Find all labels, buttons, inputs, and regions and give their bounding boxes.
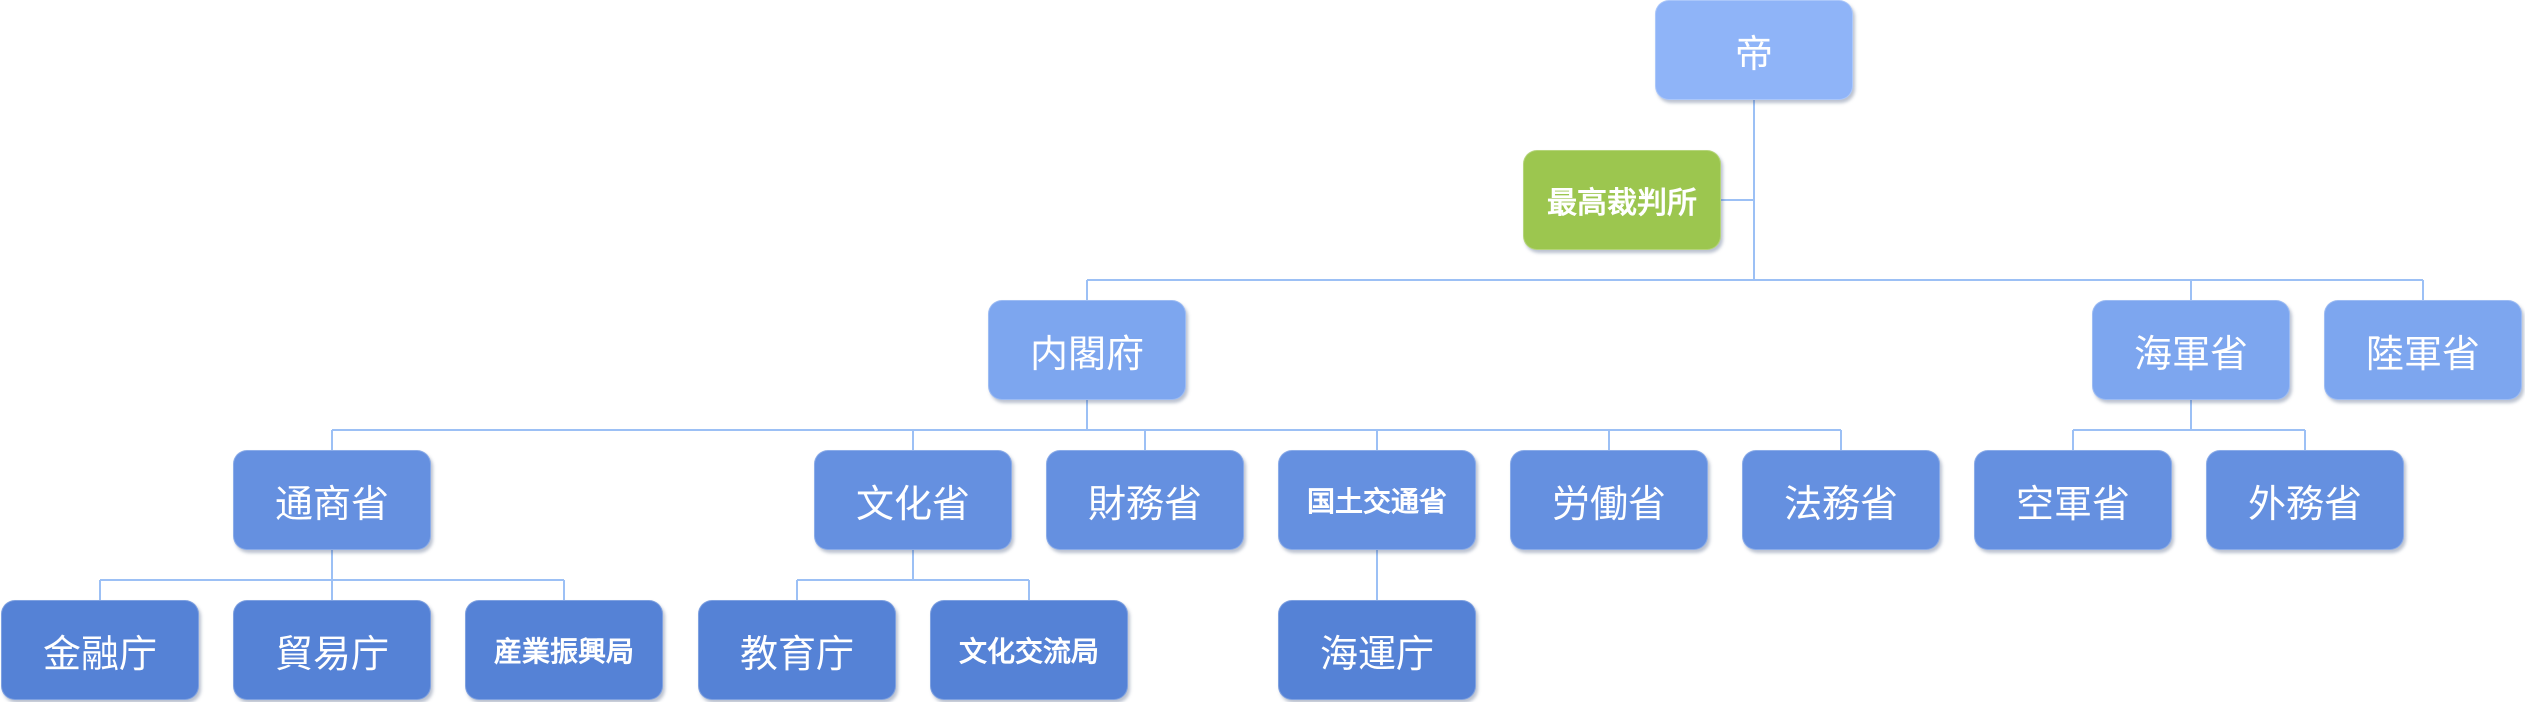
node-education-agency: 教育庁 [698, 600, 896, 700]
node-emperor: 帝 [1655, 0, 1853, 100]
node-cabinet-office: 内閣府 [988, 300, 1186, 400]
node-financial-agency: 金融庁 [1, 600, 199, 700]
node-cultural-exchange: 文化交流局 [930, 600, 1128, 700]
node-justice: 法務省 [1742, 450, 1940, 550]
node-air-force: 空軍省 [1974, 450, 2172, 550]
node-navy: 海軍省 [2092, 300, 2290, 400]
node-supreme-court: 最高裁判所 [1523, 150, 1721, 250]
node-army: 陸軍省 [2324, 300, 2522, 400]
node-finance: 財務省 [1046, 450, 1244, 550]
node-culture: 文化省 [814, 450, 1012, 550]
node-foreign: 外務省 [2206, 450, 2404, 550]
node-commerce: 通商省 [233, 450, 431, 550]
node-labor: 労働省 [1510, 450, 1708, 550]
node-maritime-agency: 海運庁 [1278, 600, 1476, 700]
node-trade-agency: 貿易庁 [233, 600, 431, 700]
node-land-transport: 国土交通省 [1278, 450, 1476, 550]
node-industry-bureau: 産業振興局 [465, 600, 663, 700]
